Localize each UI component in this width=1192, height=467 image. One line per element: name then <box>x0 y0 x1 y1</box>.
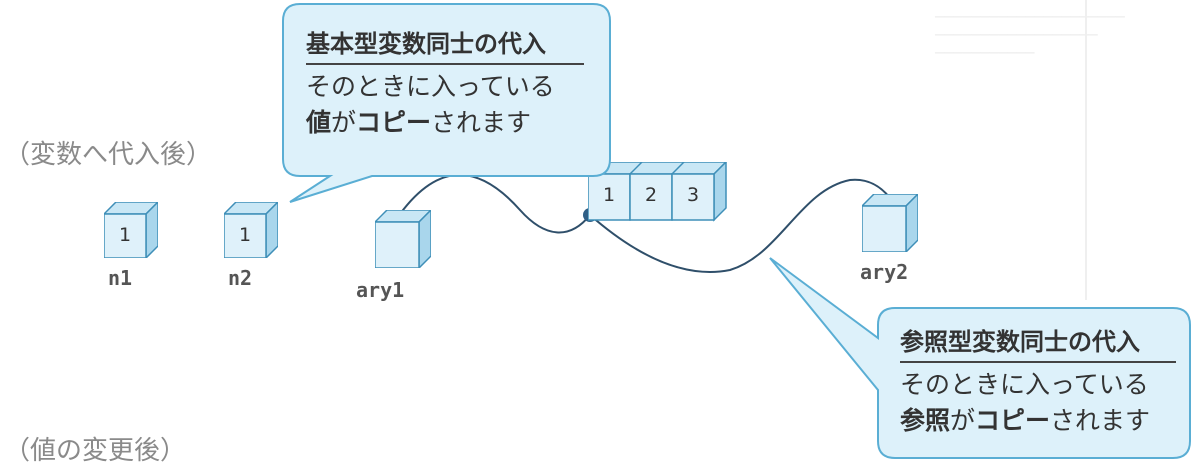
n1-value: 1 <box>118 224 132 246</box>
array-element-0: 1 <box>602 184 616 206</box>
callout-reference-tail: されます <box>1050 406 1151 435</box>
callout-reference-title: 参照型変数同士の代入 <box>900 322 1176 363</box>
callout-reference-particle: が <box>950 406 976 435</box>
cube-ary2 <box>862 194 918 252</box>
after-assign-label: （変数へ代入後） <box>4 140 213 170</box>
callout-primitive-bold-value: 値 <box>306 108 332 137</box>
n2-value: 1 <box>238 224 252 246</box>
callout-primitive-line1: そのときに入っている <box>306 72 555 101</box>
callout-reference-line1: そのときに入っている <box>900 370 1149 399</box>
callout-primitive-title: 基本型変数同士の代入 <box>306 24 584 65</box>
callout-primitive-particle: が <box>331 108 357 137</box>
background-divider <box>1085 0 1087 300</box>
callout-primitive-tail: されます <box>431 108 532 137</box>
array-object: 1 2 3 <box>588 162 728 222</box>
reference-wire-ary1 <box>399 174 591 234</box>
callout-reference-line2: 参照がコピーされます <box>900 403 1185 439</box>
array-element-2: 3 <box>686 184 700 206</box>
n2-label: n2 <box>228 266 253 290</box>
ary1-label: ary1 <box>356 278 405 302</box>
callout-primitive-bold-copy: コピー <box>356 108 432 137</box>
callout-primitive-line2: 値がコピーされます <box>306 105 606 141</box>
callout-primitive-text: 基本型変数同士の代入 そのときに入っている 値がコピーされます <box>306 24 606 141</box>
cube-ary1 <box>375 210 431 268</box>
array-element-1: 2 <box>644 184 658 206</box>
callout-reference-text: 参照型変数同士の代入 そのときに入っている 参照がコピーされます <box>900 322 1185 439</box>
ary2-label: ary2 <box>860 260 909 284</box>
reference-wire-ary2 <box>589 178 891 273</box>
callout-reference-bold-copy: コピー <box>975 406 1051 435</box>
callout-reference-bold-ref: 参照 <box>900 406 951 435</box>
cube-n2: 1 <box>224 202 278 258</box>
background-code-text: ───────────────────── ──────────────────… <box>935 8 1125 62</box>
n1-label: n1 <box>108 266 133 290</box>
cube-n1: 1 <box>104 202 158 258</box>
